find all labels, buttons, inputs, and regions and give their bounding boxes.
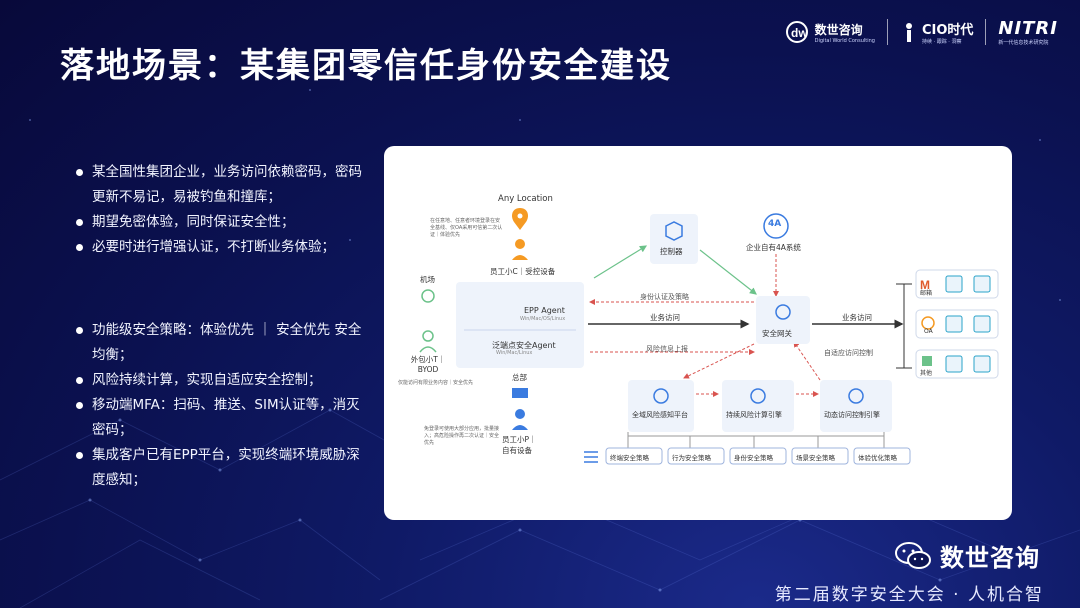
engine-risk-compute-label: 持续风险计算引擎 [726,411,782,419]
hq-building-icon [512,388,528,398]
policy-pill: 身份安全策略 [734,454,773,462]
bullet-item: 期望免密体验，同时保证安全性； [76,210,366,235]
shushi-logo-name: 数世咨询 [814,22,863,37]
conference-name: 第二届数字安全大会 · 人机合智 [774,585,1044,605]
cio-logo-sub: 持续 · 跟踪 · 洞察 [921,39,962,45]
cio-logo: CIO时代 持续 · 跟踪 · 洞察 [900,19,973,45]
hq-label: 总部 [512,373,527,382]
wechat-icon [895,541,931,569]
note-bottom: 免登录可使用大部分应用，批量接入；高危险操作再二次认证｜安全优先 [424,426,500,446]
nitri-logo: NITRI 新一代信息技术研究院 [998,18,1058,46]
policy-pill: 场景安全策略 [796,454,835,462]
four-a-label: 企业自有4A系统 [746,243,801,252]
diagram-connectors: M [419,208,999,465]
four-a-badge: 4A [768,219,782,229]
svg-text:dw: dw [791,26,808,40]
endpoint-agent-box [456,282,584,368]
shushi-logo-icon: dw [785,21,808,43]
gateway-label: 安全网关 [762,329,792,338]
bullet-item: 某全国性集团企业，业务访问依赖密码，密码更新不易记，易被钓鱼和撞库； [76,160,366,210]
location-pin-icon [512,208,528,230]
policy-pill: 体验优化策略 [858,454,897,462]
note-mid: 仅能访问有限业务内容｜安全优先 [398,380,474,386]
architecture-diagram-panel: M Any Location 在任意地、任意者环境登录在安全基线、仅OA采用可信… [384,146,1012,520]
airport-label: 机场 [420,275,435,284]
policy-pill: 终端安全策略 [610,454,649,462]
airport-icon [421,289,435,303]
bullet-list-top: 某全国性集团企业，业务访问依赖密码，密码更新不易记，易被钓鱼和撞库； 期望免密体… [76,160,366,260]
policy-pill: 行为安全策略 [672,454,711,462]
bullet-item: 风险持续计算，实现自适应安全控制； [76,368,366,393]
business-access-right-label: 业务访问 [842,313,872,322]
employee-c-label: 员工小C｜受控设备 [490,267,556,276]
fan-agent-os: Win/Mac/Linux [496,350,533,356]
bullet-item: 必要时进行增强认证，不打断业务体验； [76,235,366,260]
bullet-item: 集成客户已有EPP平台，实现终端环境威胁深度感知； [76,443,366,493]
epp-agent-os: Win/Mac/OS/Linux [520,316,566,322]
shushi-logo: dw 数世咨询 Digital World Consulting [785,20,875,44]
logo-divider [985,19,987,45]
engine-risk-platform-label: 全域风险感知平台 [632,411,688,419]
cio-logo-icon [905,23,912,42]
identity-auth-label: 身份认证及策略 [640,293,689,301]
contractor-label: 外包小T｜BYOD [410,355,446,374]
controller-label: 控制器 [660,247,683,256]
bullet-item: 功能级安全策略：体验优先 ｜ 安全优先 安全均衡； [76,318,366,368]
nitri-logo-sub: 新一代信息技术研究院 [998,40,1049,46]
oa-label: OA [924,328,933,335]
others-label: 其他 [920,370,933,377]
shushi-logo-sub: Digital World Consulting [814,37,875,44]
footer-brand-name: 数世咨询 [940,544,1040,572]
risk-report-label: 风险信息上报 [646,345,688,353]
fan-agent-label: 泛端点安全Agent [492,341,556,350]
footer-brand: 数世咨询 [894,538,1040,573]
note-top: 在任意地、任意者环境登录在安全基线、仅OA采用可信第二次认证｜体验优先 [430,218,503,238]
any-location-label: Any Location [498,194,553,204]
nitri-logo-name: NITRI [998,18,1058,39]
cio-logo-name: CIO时代 [921,23,974,38]
engine-access-control-label: 动态访问控制引擎 [824,411,880,419]
employee-p-label: 员工小P｜自有设备 [502,435,537,455]
bullet-item: 移动端MFA：扫码、推送、SIM认证等，消灭密码； [76,393,366,443]
epp-agent-label: EPP Agent [524,306,565,315]
mail-label: 邮箱 [920,290,933,297]
logo-bar: dw 数世咨询 Digital World Consulting CIO时代 持… [785,18,1058,46]
logo-divider [886,19,888,45]
bullet-list-bottom: 功能级安全策略：体验优先 ｜ 安全优先 安全均衡； 风险持续计算，实现自适应安全… [76,318,366,493]
svg-text:M: M [920,278,930,292]
business-access-left-label: 业务访问 [650,313,680,322]
policy-list-icon [584,451,598,463]
slide-title: 落地场景：某集团零信任身份安全建设 [60,46,672,86]
adaptive-control-label: 自适应访问控制 [824,349,873,357]
